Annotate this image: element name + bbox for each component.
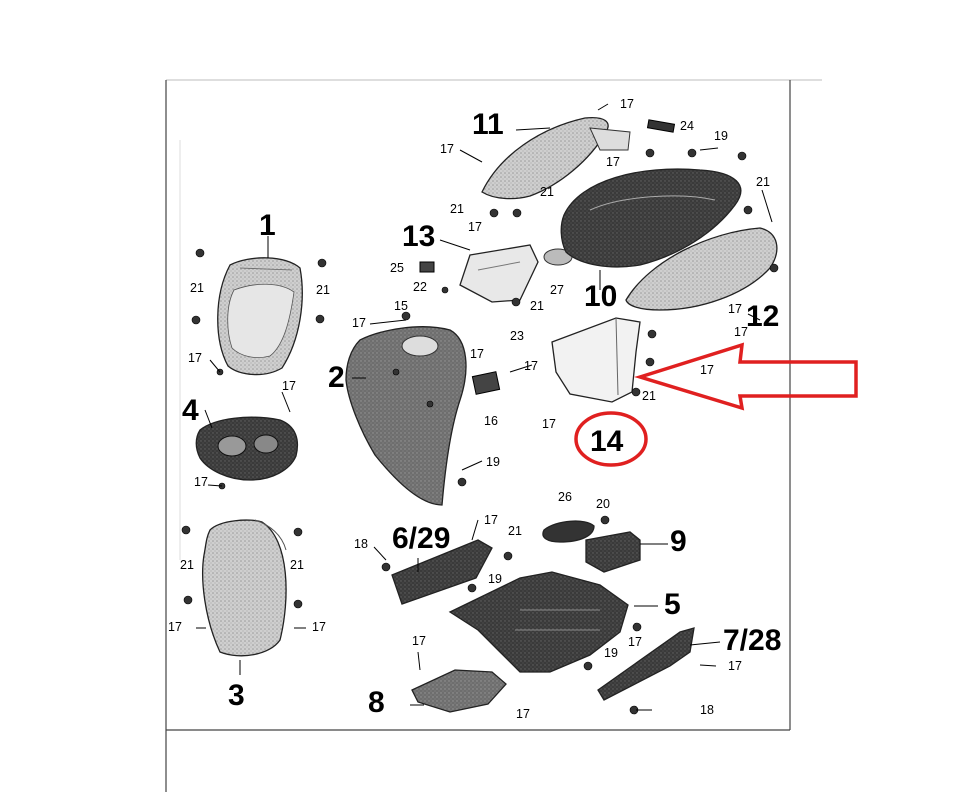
part-6-29-floor-side-strip (391, 539, 493, 605)
part-1-front-cover (217, 257, 303, 376)
highlight-part-14 (574, 342, 858, 467)
label-part-5: 5 (664, 588, 681, 621)
label-fastener-17: 17 (542, 417, 556, 431)
label-fastener-21: 21 (316, 283, 330, 297)
part-26-lid (542, 520, 595, 543)
label-fastener-22: 22 (413, 280, 427, 294)
label-fastener-17: 17 (352, 316, 366, 330)
label-fastener-15: 15 (394, 299, 408, 313)
label-fastener-16: 16 (484, 414, 498, 428)
label-fastener-19: 19 (488, 572, 502, 586)
label-fastener-21: 21 (540, 185, 554, 199)
label-fastener-19: 19 (714, 129, 728, 143)
part-11-upper-cover (481, 116, 631, 200)
label-fastener-18: 18 (354, 537, 368, 551)
label-fastener-25: 25 (390, 261, 404, 275)
label-fastener-17: 17 (484, 513, 498, 527)
label-fastener-17: 17 (524, 359, 538, 373)
part-10-storage-box (560, 168, 742, 268)
label-part-1: 1 (259, 209, 276, 242)
fastener-number-labels: 17 24 19 17 17 21 21 21 17 25 22 15 27 2… (168, 97, 770, 721)
label-fastener-21: 21 (180, 558, 194, 572)
label-fastener-17: 17 (468, 220, 482, 234)
part-25-fastener (419, 261, 435, 273)
label-part-9: 9 (670, 525, 687, 558)
label-fastener-17: 17 (606, 155, 620, 169)
part-24-bolt (646, 119, 676, 133)
label-fastener-17: 17 (188, 351, 202, 365)
part-2-inner-leg-shield (345, 326, 467, 506)
part-5-floor-panel (448, 571, 629, 673)
part-number-labels: 1 2 3 4 5 6/29 7/28 8 9 10 11 12 13 14 (182, 108, 781, 719)
highlight-arrow (634, 342, 858, 411)
label-fastener-18: 18 (700, 703, 714, 717)
part-14-side-panel (551, 317, 641, 403)
label-fastener-21: 21 (450, 202, 464, 216)
label-fastener-17: 17 (282, 379, 296, 393)
label-fastener-17: 17 (700, 363, 714, 377)
label-fastener-17: 17 (312, 620, 326, 634)
label-fastener-17: 17 (728, 302, 742, 316)
label-fastener-17: 17 (628, 635, 642, 649)
leader-lines (196, 103, 773, 711)
label-fastener-17: 17 (194, 475, 208, 489)
label-part-3: 3 (228, 679, 245, 712)
label-part-12: 12 (746, 300, 779, 333)
label-fastener-17: 17 (168, 620, 182, 634)
label-fastener-21: 21 (642, 389, 656, 403)
label-fastener-19: 19 (604, 646, 618, 660)
diagram-frame (165, 79, 822, 792)
label-fastener-21: 21 (508, 524, 522, 538)
label-part-7-28: 7/28 (723, 624, 781, 657)
part-7-28-side-strip (597, 627, 695, 701)
label-fastener-21: 21 (756, 175, 770, 189)
label-fastener-27: 27 (550, 283, 564, 297)
label-fastener-21: 21 (530, 299, 544, 313)
part-3-lower-front-panel (202, 519, 287, 657)
label-part-13: 13 (402, 220, 435, 253)
label-part-2: 2 (328, 361, 345, 394)
label-fastener-17: 17 (620, 97, 634, 111)
part-9-box (585, 531, 641, 573)
label-part-11: 11 (472, 108, 504, 141)
label-fastener-17: 17 (728, 659, 742, 673)
label-fastener-17: 17 (734, 325, 748, 339)
label-part-6-29: 6/29 (392, 522, 450, 555)
label-fastener-17: 17 (440, 142, 454, 156)
label-fastener-21: 21 (290, 558, 304, 572)
label-part-8: 8 (368, 686, 385, 719)
label-part-4: 4 (182, 394, 199, 427)
part-8-lower-cover (411, 669, 507, 713)
label-fastener-21: 21 (190, 281, 204, 295)
label-fastener-26: 26 (558, 490, 572, 504)
label-part-10: 10 (584, 280, 617, 313)
part-13-glovebox-bracket (459, 244, 539, 303)
label-fastener-17: 17 (470, 347, 484, 361)
highlight-circle (574, 411, 648, 467)
label-fastener-19: 19 (486, 455, 500, 469)
label-fastener-24: 24 (680, 119, 694, 133)
label-fastener-17: 17 (412, 634, 426, 648)
label-fastener-23: 23 (510, 329, 524, 343)
part-16-clip (471, 371, 501, 395)
label-fastener-20: 20 (596, 497, 610, 511)
label-part-14: 14 (590, 425, 624, 458)
part-4-headlight-housing (195, 416, 299, 481)
label-fastener-17: 17 (516, 707, 530, 721)
